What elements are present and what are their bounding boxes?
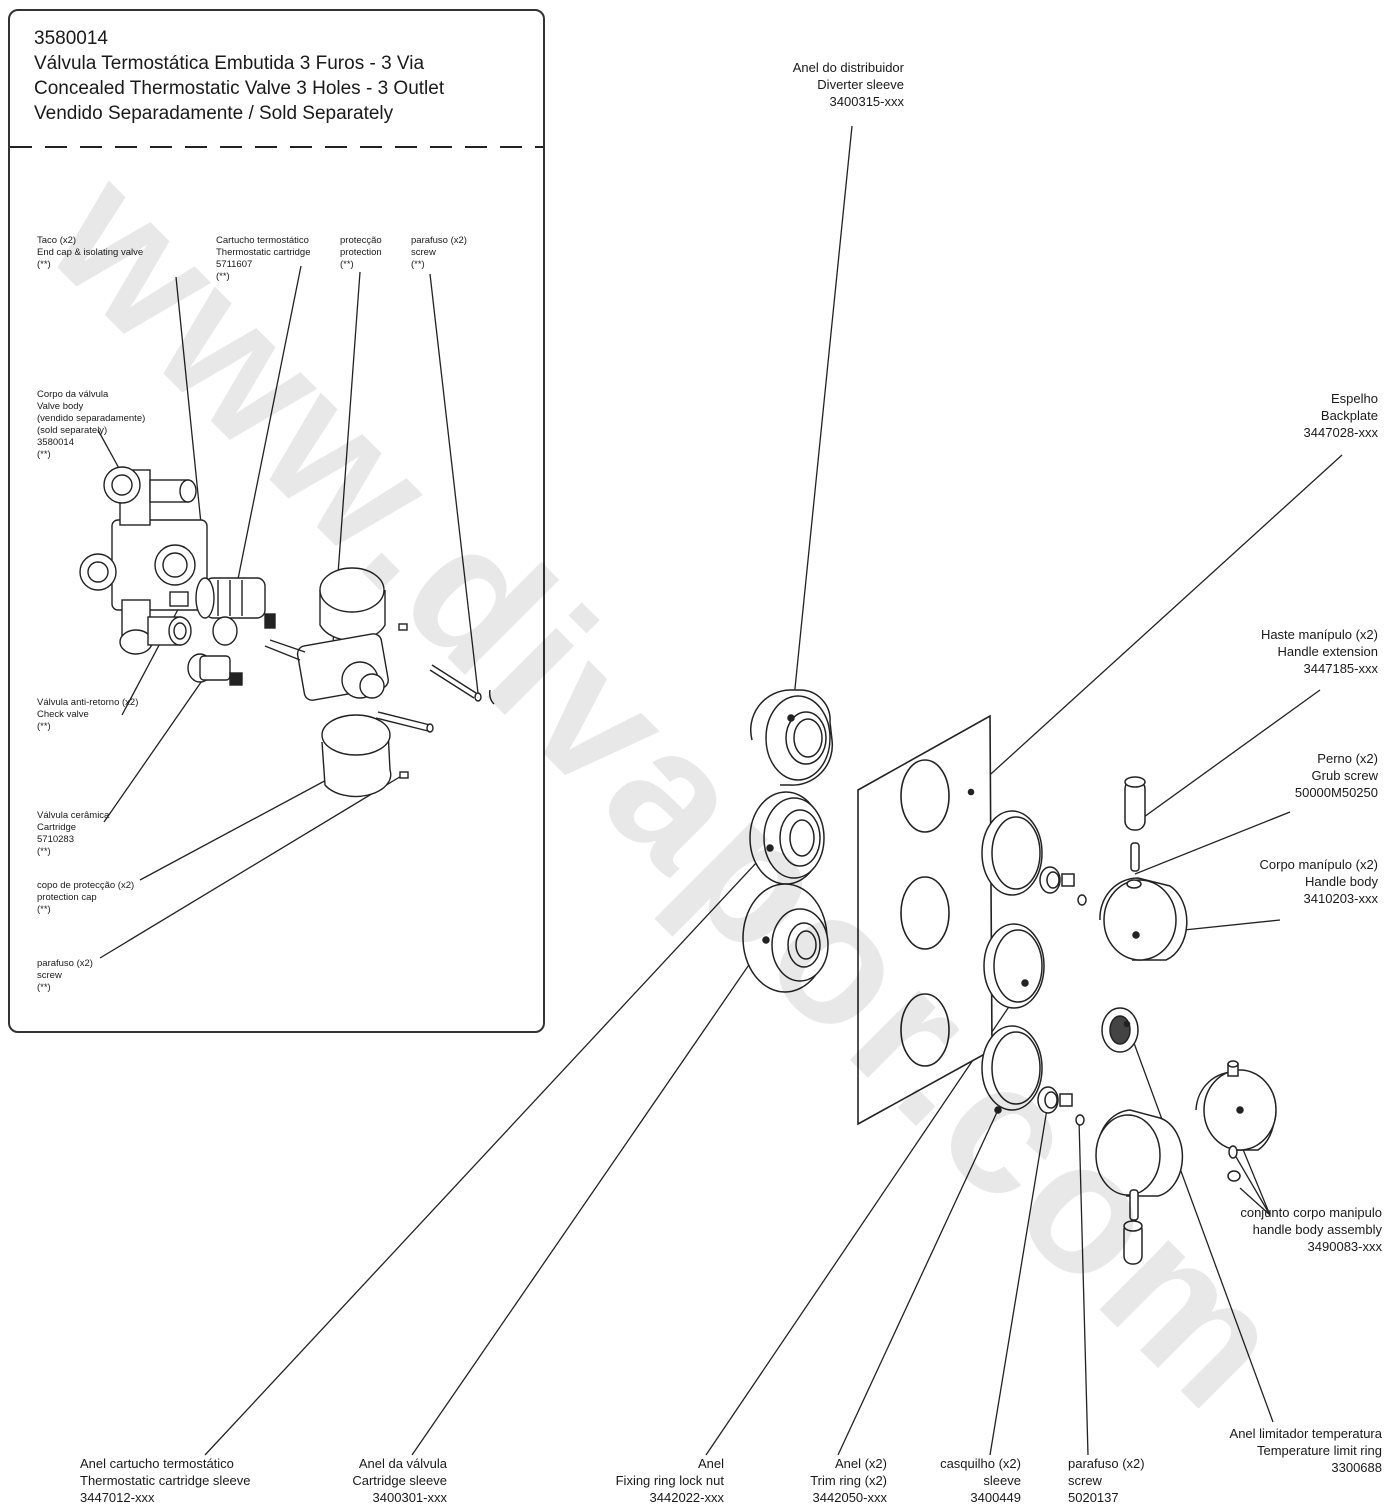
sold-separately-note: Vendido Separadamente / Sold Separately	[34, 103, 394, 124]
label-screw-top: parafuso (x2)screw(**)	[411, 235, 467, 270]
valve-sleeve-drawing	[742, 883, 829, 993]
inset-header: 3580014 Válvula Termostática Embutida 3 …	[34, 26, 444, 126]
label-check-valve: Válvula anti-retorno (x2)Check valve(**)	[37, 697, 139, 732]
product-code: 3580014	[34, 28, 108, 49]
label-trim-ring: Anel (x2)Trim ring (x2)3442050-xxx	[810, 1456, 887, 1505]
handle-assembly-drawing	[1195, 1060, 1277, 1182]
backplate-drawing	[857, 714, 993, 1126]
limit-ring-drawing	[1101, 1007, 1139, 1053]
check-valve-drawing	[169, 591, 243, 686]
inset-leader-lines	[97, 265, 479, 959]
handle-parts-drawing	[1099, 776, 1188, 961]
label-protection-cap: copo de protecção (x2)protection cap(**)	[37, 880, 135, 915]
diverter-sleeve-drawing	[749, 689, 834, 786]
casquilho-drawing	[1037, 866, 1087, 1126]
protection-cap-drawing	[321, 714, 409, 798]
title-en: Concealed Thermostatic Valve 3 Holes - 3…	[34, 78, 445, 99]
title-pt: Válvula Termostática Embutida 3 Furos - …	[34, 53, 425, 74]
inset-panel	[8, 9, 545, 1033]
protection-drawing	[264, 567, 495, 733]
trim-rings-drawing	[981, 810, 1045, 1114]
valve-body-drawing	[79, 466, 208, 655]
thermostatic-cartridge-drawing	[195, 577, 276, 646]
label-end-cap: Taco (x2)End cap & isolating valve(**)	[37, 235, 144, 270]
thermo-sleeve-drawing	[749, 791, 825, 885]
label-screw-bottom: parafuso (x2)screw(**)	[37, 958, 93, 993]
handle-body-lower-drawing	[1095, 1109, 1184, 1265]
